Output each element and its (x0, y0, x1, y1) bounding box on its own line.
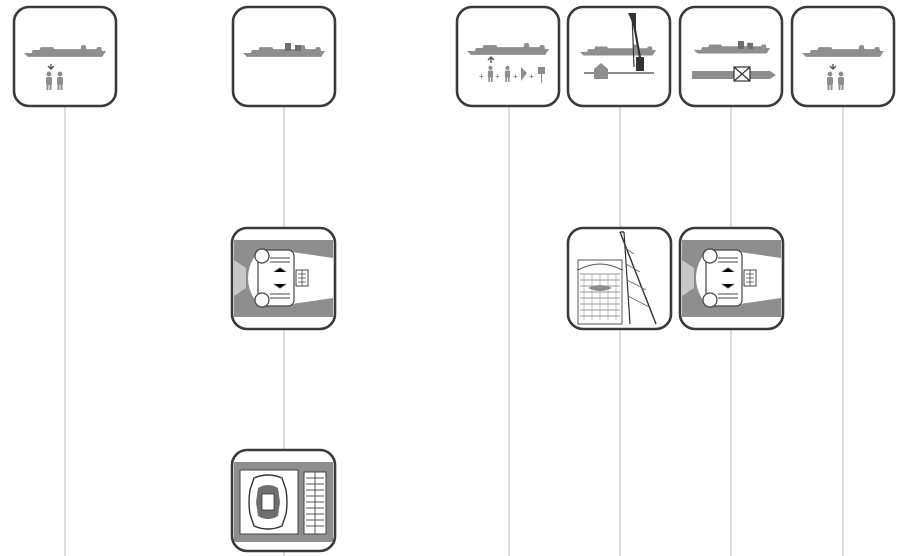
ship-with-barge-icon (678, 5, 784, 108)
dock-plan-icon (230, 448, 337, 553)
timeline-lines (64, 106, 844, 556)
svg-text:+: + (513, 72, 518, 81)
berth-plan-icon (230, 226, 337, 331)
berth-plan-icon (678, 226, 785, 331)
svg-text:+: + (479, 72, 484, 81)
ship-with-crane-and-terminal-icon (566, 5, 672, 108)
svg-text:+: + (495, 72, 500, 81)
ship-with-passengers-and-luggage-icon: + + + + (455, 5, 561, 108)
svg-text:+: + (529, 72, 534, 81)
ship-with-passengers-icon (790, 5, 896, 108)
terminal-crane-elevation-icon (566, 226, 673, 331)
ship-with-crane-icon (231, 5, 337, 108)
ship-with-passengers-icon (12, 5, 118, 108)
